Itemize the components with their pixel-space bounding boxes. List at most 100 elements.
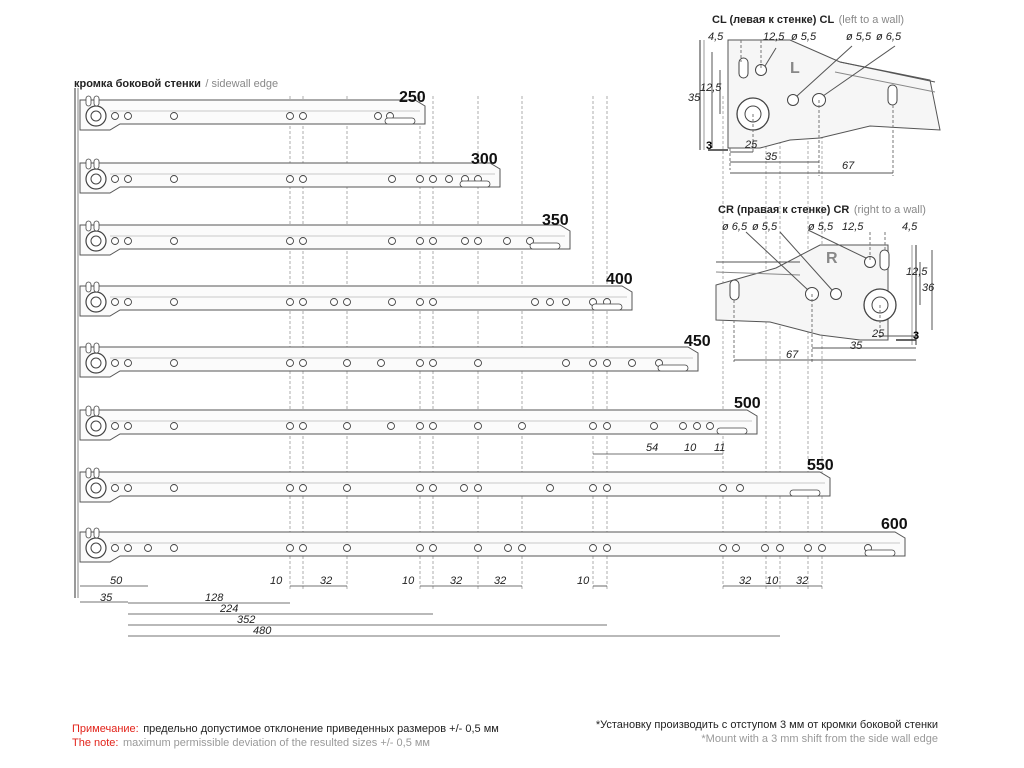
rail-hole (374, 112, 382, 120)
rail-hole (124, 298, 132, 306)
rail-slot (93, 220, 100, 232)
rail-roller-hub (90, 173, 102, 185)
rail-hole (170, 298, 178, 306)
rail-hole (416, 298, 424, 306)
cr-dim-35: 35 (850, 340, 863, 352)
rail-hole (416, 484, 424, 492)
cr-dim-phi-6-5: ø 6,5 (722, 221, 748, 233)
rail-hole (111, 422, 119, 430)
rail-hole (818, 544, 826, 552)
rail-hole (474, 544, 482, 552)
dim-35: 35 (100, 592, 113, 604)
rail-hole (286, 422, 294, 430)
rail-hole (416, 175, 424, 183)
rail-length-250: 250 (399, 89, 426, 106)
dim-352: 352 (237, 614, 256, 626)
rail-hole (343, 298, 351, 306)
rail-hole (343, 484, 351, 492)
rail-hole (429, 237, 437, 245)
rail-hole (170, 544, 178, 552)
rail-hole (429, 359, 437, 367)
rail-hole (286, 544, 294, 552)
rail-length-500: 500 (734, 395, 761, 412)
dim-50: 50 (110, 575, 123, 587)
dim-32-d: 32 (739, 575, 752, 587)
rail-slot (85, 281, 92, 293)
bottom-dimensions (80, 453, 822, 637)
rail-hole (732, 544, 740, 552)
rail-5 (79, 405, 758, 441)
rail-length-600: 600 (881, 516, 908, 533)
rail-hole (330, 298, 338, 306)
rail-hole (429, 484, 437, 492)
rail-hole (445, 175, 453, 183)
cl-detail-drawing (699, 39, 941, 176)
rail-hole (144, 544, 152, 552)
cl-title: CL (левая к стенке) CL (left to a wall) (712, 10, 904, 28)
cl-dim-phi-5-5-b: ø 5,5 (846, 31, 872, 43)
rail-hole (719, 544, 727, 552)
rail-hole (170, 237, 178, 245)
rail-hole (286, 175, 294, 183)
dim-480: 480 (253, 625, 272, 637)
rail-hole (416, 544, 424, 552)
rail-hole (460, 484, 468, 492)
cr-dim-25: 25 (872, 328, 885, 340)
rail-hole (416, 422, 424, 430)
rail-hole (299, 359, 307, 367)
dim-10-c: 10 (577, 575, 590, 587)
rail-hole (416, 359, 424, 367)
rail-hole (170, 359, 178, 367)
rail-roller-hub (90, 420, 102, 432)
note-ru: Примечание: предельно допустимое отклоне… (72, 719, 499, 737)
rail-roller-hub (90, 110, 102, 122)
rail-hole (170, 175, 178, 183)
rail-slot (93, 527, 100, 539)
cl-title-ru: CL (левая к стенке) CL (712, 14, 835, 26)
rail-hole (299, 237, 307, 245)
rail-length-300: 300 (471, 151, 498, 168)
rail-hole (603, 422, 611, 430)
dim-10-d: 10 (766, 575, 779, 587)
rail-hole (299, 298, 307, 306)
rail-hole (388, 298, 396, 306)
rail-6 (79, 467, 831, 503)
dim-54: 54 (646, 442, 659, 454)
rail-hole (111, 484, 119, 492)
rail-hole (111, 175, 119, 183)
rail-hole (531, 298, 539, 306)
cl-dim-67: 67 (842, 160, 855, 172)
note-en-label: The note: (72, 737, 119, 749)
rail-hole (504, 544, 512, 552)
rail-hole (589, 544, 597, 552)
cr-detail-drawing (715, 229, 933, 362)
rail-hole (693, 422, 701, 430)
mount-note-ru: *Установку производить с отступом 3 мм о… (595, 719, 938, 731)
rail-end-slot (789, 489, 821, 497)
cr-dim-phi-5-5-b: ø 5,5 (808, 221, 834, 233)
rail-end-slot (716, 427, 748, 435)
rail-body (79, 346, 699, 378)
cl-dim-phi-5-5-a: ø 5,5 (791, 31, 817, 43)
rail-body (79, 224, 571, 256)
rail-hole (111, 237, 119, 245)
mount-note-en: *Mount with a 3 mm shift from the side w… (701, 733, 938, 745)
rail-hole (111, 544, 119, 552)
rail-slot (85, 527, 92, 539)
note-ru-label: Примечание: (72, 723, 139, 735)
rail-hole (429, 298, 437, 306)
rail-hole (299, 175, 307, 183)
cl-dim-25: 25 (745, 139, 758, 151)
rail-hole (416, 237, 424, 245)
rail-hole (706, 422, 714, 430)
rail-end-slot (657, 364, 689, 372)
rail-hole (518, 422, 526, 430)
rail-hole (124, 175, 132, 183)
dim-128: 128 (205, 592, 224, 604)
rail-hole (377, 359, 385, 367)
cl-dim-3: 3 (706, 140, 713, 152)
rail-1 (79, 158, 501, 194)
rail-hole (388, 237, 396, 245)
rail-hole (546, 484, 554, 492)
rail-length-450: 450 (684, 333, 711, 350)
